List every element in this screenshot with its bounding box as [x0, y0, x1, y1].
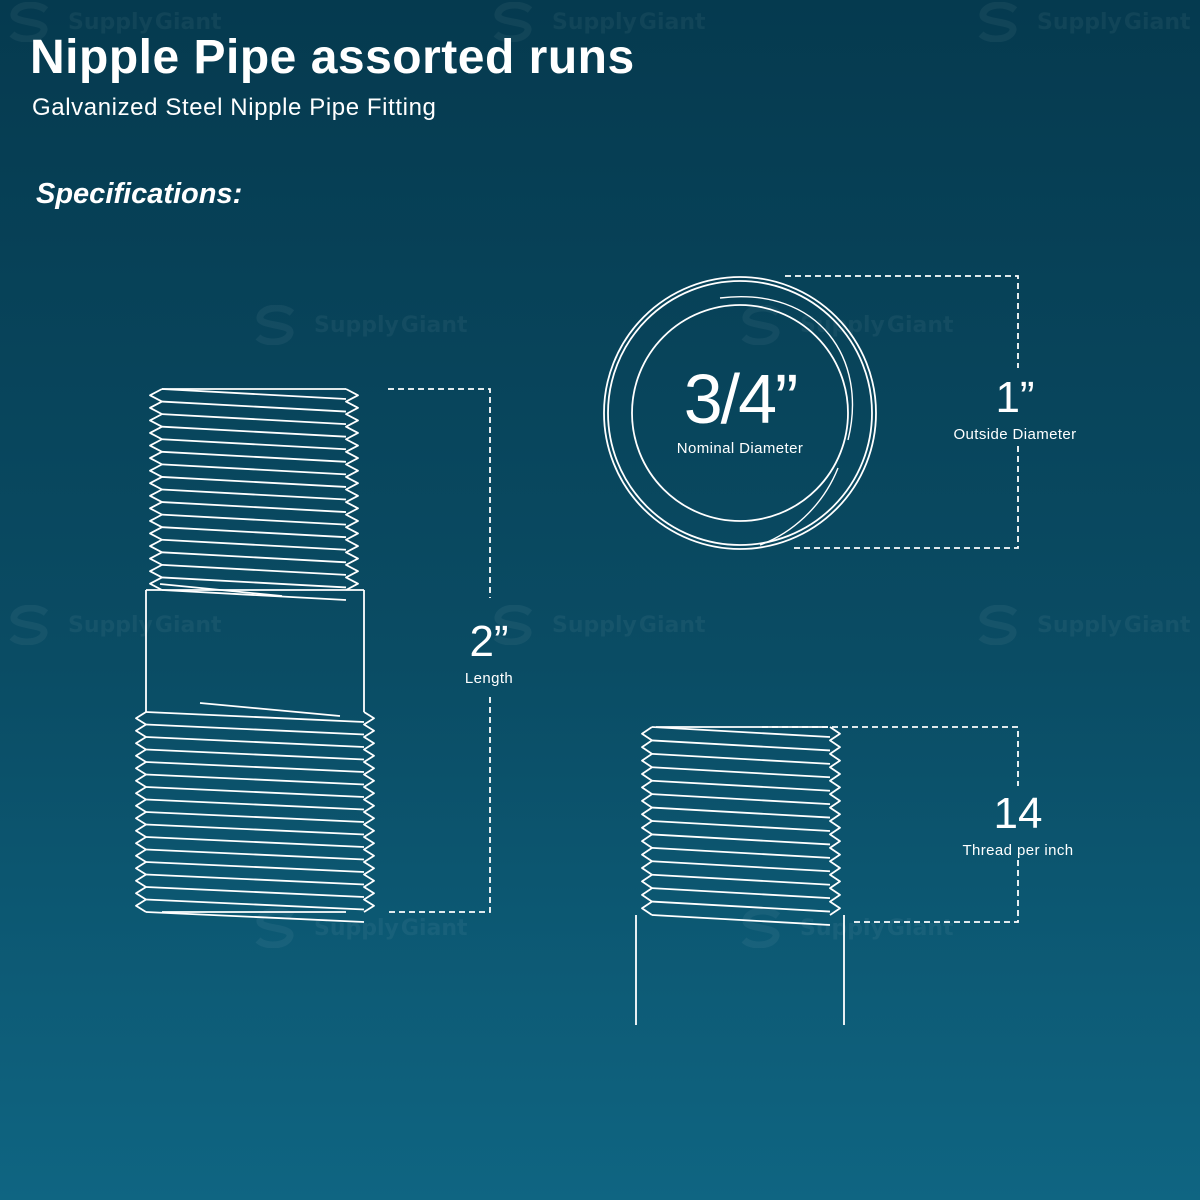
supplygiant-logo-icon	[6, 2, 54, 42]
nominal-diameter-caption: Nominal Diameter	[676, 440, 804, 457]
length-caption: Length	[464, 670, 514, 687]
nominal-diameter-value: 3/4”	[683, 360, 799, 438]
watermark-text: Supply	[1037, 612, 1122, 638]
watermark-text: Giant	[1123, 612, 1191, 638]
watermark-text: Supply	[68, 612, 153, 638]
watermark-text: Supply	[552, 612, 637, 638]
outside-diameter-label: 1” Outside Diameter	[953, 373, 1077, 444]
supplygiant-logo-icon	[975, 2, 1023, 42]
watermark-text: Giant	[638, 9, 706, 35]
pipe-end-view	[603, 276, 877, 550]
specifications-heading: Specifications:	[36, 178, 243, 210]
outside-diameter-value: 1”	[995, 373, 1035, 422]
thread-dimension-line	[762, 726, 1019, 923]
watermark-text: Giant	[886, 312, 954, 338]
page-subtitle: Galvanized Steel Nipple Pipe Fitting	[32, 94, 437, 121]
nipple-pipe-side-view	[135, 388, 375, 923]
watermark-text: Supply	[1037, 9, 1122, 35]
length-label: 2” Length	[464, 617, 514, 688]
watermark-text: Giant	[638, 612, 706, 638]
threads-label: 14 Thread per inch	[962, 789, 1074, 860]
length-value: 2”	[469, 617, 509, 666]
watermark-text: Supply	[68, 9, 153, 35]
supplygiant-logo-icon	[738, 908, 786, 948]
outside-diameter-caption: Outside Diameter	[953, 426, 1077, 443]
watermark-text: Supply	[800, 915, 885, 941]
watermark-text: Supply	[314, 312, 399, 338]
supplygiant-logo-icon	[738, 305, 786, 345]
supplygiant-logo-icon	[252, 305, 300, 345]
watermark-text: Giant	[1123, 9, 1191, 35]
supplygiant-logo-icon	[975, 605, 1023, 645]
watermark-text: Giant	[400, 915, 468, 941]
watermark-text: Giant	[154, 612, 222, 638]
nominal-diameter-label: 3/4” Nominal Diameter	[677, 364, 803, 457]
thread-section-view	[635, 726, 845, 1025]
supplygiant-logo-icon	[6, 605, 54, 645]
outside-diameter-dimension-line	[785, 275, 1019, 549]
supplygiant-logo-icon	[490, 2, 538, 42]
threads-value: 14	[993, 789, 1043, 838]
watermark-text: Giant	[886, 915, 954, 941]
supplygiant-logo-icon	[490, 605, 538, 645]
watermark-text: Giant	[154, 9, 222, 35]
threads-caption: Thread per inch	[962, 842, 1074, 859]
watermark-text: Giant	[400, 312, 468, 338]
page-title: Nipple Pipe assorted runs	[30, 31, 635, 84]
watermark-text: Supply	[552, 9, 637, 35]
length-dimension-line	[388, 388, 491, 913]
